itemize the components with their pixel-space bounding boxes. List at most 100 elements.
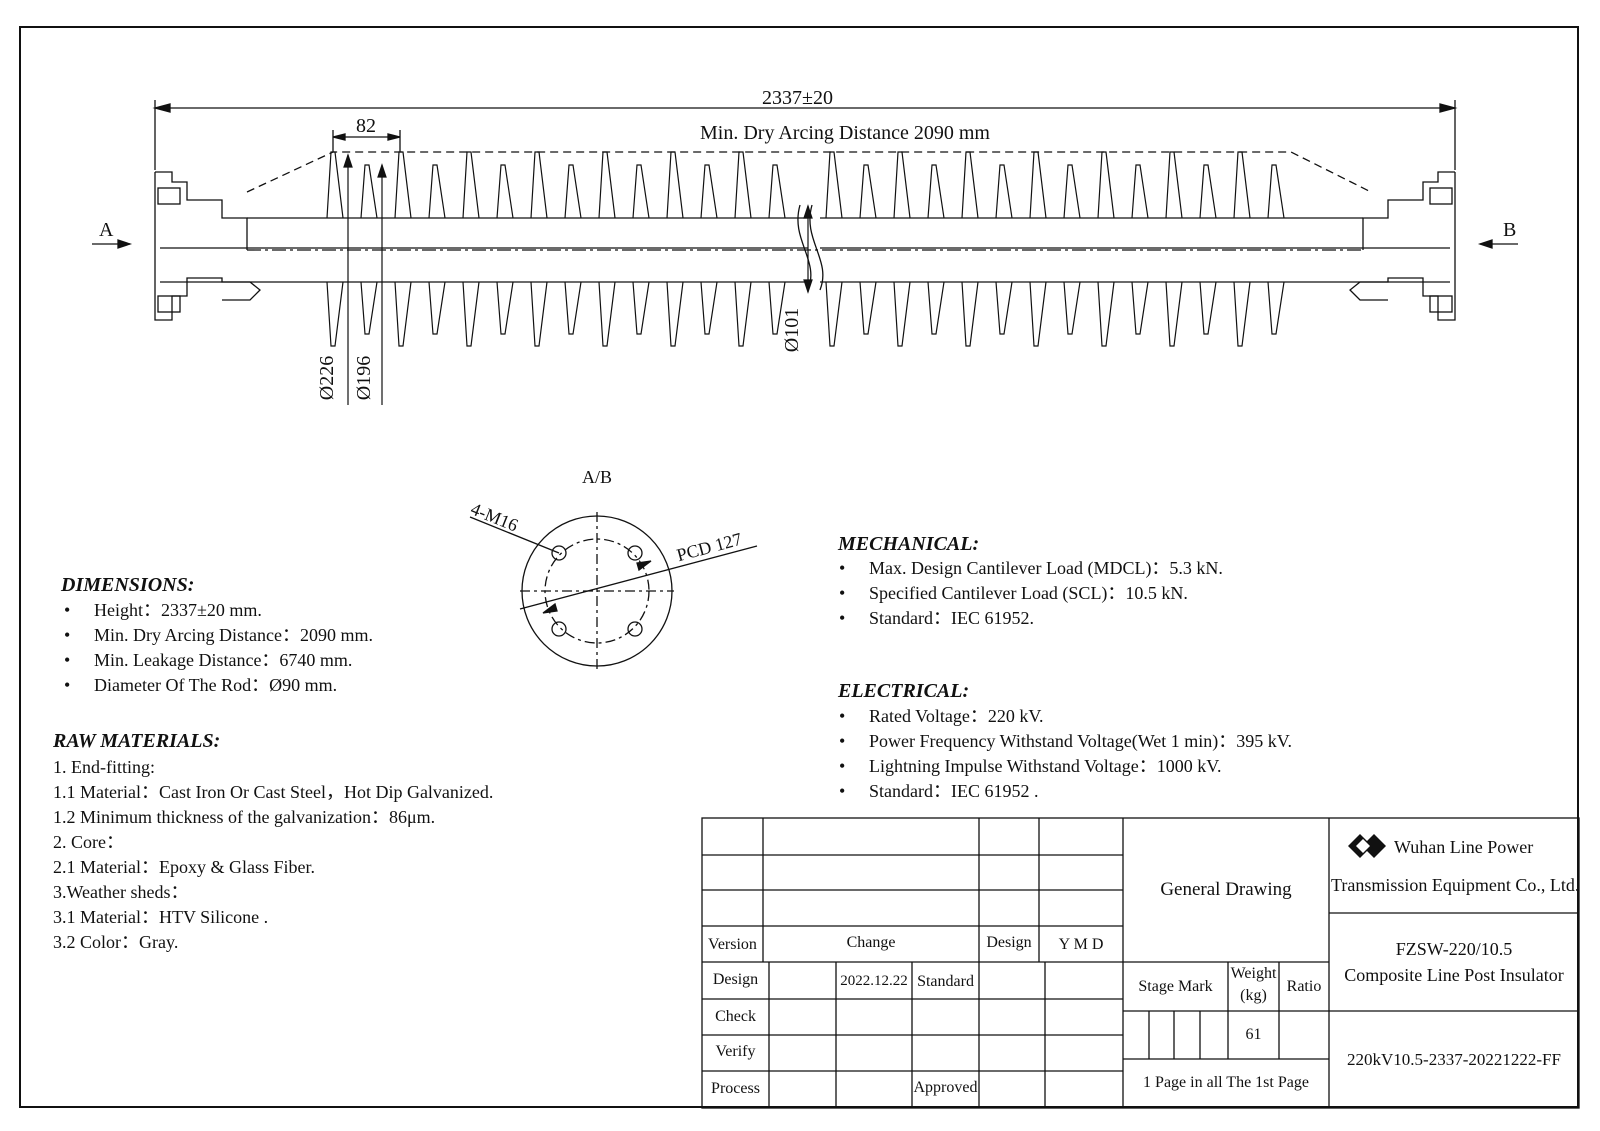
list-item: Standard：IEC 61952. xyxy=(833,606,1223,631)
view-b-label: B xyxy=(1503,219,1517,241)
list-item: Specified Cantilever Load (SCL)：10.5 kN. xyxy=(833,581,1223,606)
tb-standard: Standard xyxy=(917,973,974,990)
shed-lower xyxy=(666,281,684,347)
dimensions-list: Height：2337±20 mm. Min. Dry Arcing Dista… xyxy=(58,598,373,698)
shed-lower xyxy=(1097,281,1115,347)
tb-version: Version xyxy=(708,936,757,953)
tb-weight-label: Weight xyxy=(1230,965,1277,982)
shed-upper xyxy=(859,164,877,219)
shed-lower xyxy=(961,281,979,347)
shed-upper xyxy=(428,164,446,219)
shed-upper xyxy=(734,151,752,219)
arcing-distance-label: Min. Dry Arcing Distance 2090 mm xyxy=(700,122,990,144)
shed-lower xyxy=(428,281,446,335)
tb-check: Check xyxy=(715,1008,756,1025)
diameter-196-label: Ø196 xyxy=(353,355,376,401)
shed-upper xyxy=(1233,151,1251,219)
list-item: Height：2337±20 mm. xyxy=(58,598,373,623)
list-item: 1.1 Material：Cast Iron Or Cast Steel，Hot… xyxy=(53,782,494,802)
tb-company-line2: Transmission Equipment Co., Ltd. xyxy=(1331,875,1580,895)
mechanical-list: Max. Design Cantilever Load (MDCL)：5.3 k… xyxy=(833,556,1223,631)
electrical-heading: ELECTRICAL: xyxy=(838,680,970,702)
shed-lower xyxy=(394,281,412,347)
list-item: Standard：IEC 61952 . xyxy=(833,779,1292,804)
tb-date: 2022.12.22 xyxy=(840,973,908,989)
shed-lower xyxy=(1131,281,1149,335)
shed-lower xyxy=(564,281,582,335)
list-item: 3.1 Material：HTV Silicone . xyxy=(53,907,269,927)
tb-drawing-number: 220kV10.5-2337-20221222-FF xyxy=(1347,1050,1561,1069)
tb-process: Process xyxy=(711,1080,760,1097)
shed-upper xyxy=(326,151,344,219)
shed-spacing-dimension: 82 xyxy=(356,115,376,137)
shed-upper xyxy=(666,151,684,219)
shed-lower xyxy=(530,281,548,347)
shed-upper xyxy=(496,164,514,219)
shed-lower xyxy=(927,281,945,335)
shed-upper xyxy=(394,151,412,219)
raw-materials-list: 1. End-fitting: 1.1 Material：Cast Iron O… xyxy=(53,755,493,955)
shed-lower xyxy=(893,281,911,347)
tb-page-info: 1 Page in all The 1st Page xyxy=(1143,1074,1309,1091)
shed-lower xyxy=(360,281,378,335)
shed-upper xyxy=(1063,164,1081,219)
shed-upper xyxy=(1199,164,1217,219)
list-item: 3.2 Color：Gray. xyxy=(53,932,179,952)
shed-upper xyxy=(893,151,911,219)
electrical-list: Rated Voltage：220 kV. Power Frequency Wi… xyxy=(833,704,1292,804)
shed-upper xyxy=(1029,151,1047,219)
tb-weight-value: 61 xyxy=(1245,1026,1262,1043)
list-item: 1. End-fitting: xyxy=(53,757,155,777)
mechanical-heading: MECHANICAL: xyxy=(838,533,980,555)
tb-model: FZSW-220/10.5 xyxy=(1395,939,1513,959)
tb-ymd: Y M D xyxy=(1058,936,1104,953)
list-item: 2. Core： xyxy=(53,832,124,852)
shed-lower xyxy=(1233,281,1251,347)
tb-verify: Verify xyxy=(715,1043,756,1060)
shed-upper xyxy=(1267,164,1285,219)
shed-lower xyxy=(1199,281,1217,335)
list-item: Lightning Impulse Withstand Voltage：1000… xyxy=(833,754,1292,779)
shed-upper xyxy=(768,164,786,219)
shed-lower xyxy=(326,281,344,347)
shed-lower xyxy=(598,281,616,347)
shed-lower xyxy=(734,281,752,347)
shed-upper xyxy=(632,164,650,219)
shed-upper xyxy=(1131,164,1149,219)
shed-upper xyxy=(564,164,582,219)
tb-change: Change xyxy=(846,934,896,951)
shed-lower xyxy=(768,281,786,335)
tb-design-row: Design xyxy=(712,971,759,988)
list-item: 1.2 Minimum thickness of the galvanizati… xyxy=(53,807,436,827)
shed-lower xyxy=(496,281,514,335)
section-view-title: A/B xyxy=(582,467,613,487)
drawing-frame xyxy=(19,26,1579,1108)
tb-product: Composite Line Post Insulator xyxy=(1344,965,1564,985)
overall-height-dimension: 2337±20 xyxy=(762,87,833,109)
list-item: Power Frequency Withstand Voltage(Wet 1 … xyxy=(833,729,1292,754)
shed-lower xyxy=(1063,281,1081,335)
shed-lower xyxy=(995,281,1013,335)
tb-approved: Approved xyxy=(913,1079,978,1096)
shed-lower xyxy=(700,281,718,335)
shed-upper xyxy=(1097,151,1115,219)
shed-upper xyxy=(530,151,548,219)
list-item: 2.1 Material：Epoxy & Glass Fiber. xyxy=(53,857,315,877)
diameter-226-label: Ø226 xyxy=(316,355,339,401)
tb-company-line1: Wuhan Line Power xyxy=(1394,837,1534,857)
view-a-label: A xyxy=(99,219,114,241)
company-logo-icon xyxy=(1348,834,1386,858)
list-item: Min. Dry Arcing Distance：2090 mm. xyxy=(58,623,373,648)
tb-stage-mark: Stage Mark xyxy=(1138,978,1213,995)
shed-lower xyxy=(1165,281,1183,347)
shed-lower xyxy=(1267,281,1285,335)
shed-upper xyxy=(1165,151,1183,219)
shed-lower xyxy=(632,281,650,335)
diameter-101-label: Ø101 xyxy=(781,307,804,353)
shed-upper xyxy=(700,164,718,219)
shed-lower xyxy=(462,281,480,347)
shed-upper xyxy=(598,151,616,219)
list-item: Max. Design Cantilever Load (MDCL)：5.3 k… xyxy=(833,556,1223,581)
shed-lower xyxy=(859,281,877,335)
